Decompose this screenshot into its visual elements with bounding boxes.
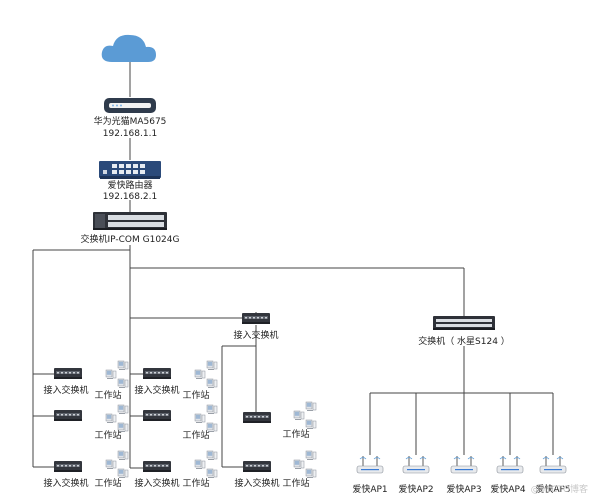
access-group: 接入交换机 工作站 xyxy=(234,450,317,489)
workstation-label: 工作站 xyxy=(94,389,121,401)
switch-icon xyxy=(243,412,271,423)
workstation-label: 工作站 xyxy=(282,477,309,489)
workstation-label: 工作站 xyxy=(94,429,121,441)
workstation-icon xyxy=(305,450,317,461)
ap-label: 爱快AP1 xyxy=(352,483,387,495)
workstation-icon xyxy=(305,468,317,479)
ap-item: 爱快AP4 xyxy=(490,455,526,495)
ap-item: 爱快AP5 xyxy=(535,455,571,495)
ap-label: 爱快AP3 xyxy=(446,483,481,495)
workstation-icon xyxy=(206,468,218,479)
workstation-icon xyxy=(194,413,206,424)
switch-icon xyxy=(143,461,171,472)
router: 爱快路由器 192.168.2.1 xyxy=(99,161,161,202)
workstation-icon xyxy=(206,378,218,389)
workstation-icon xyxy=(194,459,206,470)
workstation-label: 工作站 xyxy=(182,389,209,401)
watermark: @51CTO博客 xyxy=(531,483,588,495)
core-switch-icon xyxy=(93,212,167,230)
workstation-icon xyxy=(117,450,129,461)
core-switch: 交换机IP-COM G1024G xyxy=(81,212,180,245)
access-group: 接入交换机 工作站 xyxy=(134,450,218,489)
access-group: 工作站 xyxy=(243,401,317,440)
wireless-ap-icon xyxy=(450,455,478,474)
workstation-label: 工作站 xyxy=(282,428,309,440)
switch-icon xyxy=(143,410,171,421)
workstation-icon xyxy=(305,419,317,430)
router-icon xyxy=(99,161,161,179)
workstation-icon xyxy=(117,468,129,479)
access-group: 工作站 xyxy=(143,404,218,441)
switch-icon xyxy=(54,410,82,421)
workstation-icon xyxy=(206,450,218,461)
workstation-icon xyxy=(194,369,206,380)
connection-lines xyxy=(32,62,554,469)
switch-icon xyxy=(242,313,270,324)
ap-row: 爱快AP1 爱快AP2 爱快AP3 爱快AP4 爱快AP5 xyxy=(352,455,571,495)
switch-icon xyxy=(54,461,82,472)
access-switch-label: 接入交换机 xyxy=(134,477,179,489)
access-switch-label: 接入交换机 xyxy=(43,477,88,489)
modem-ip: 192.168.1.1 xyxy=(103,129,157,139)
access-switch-label: 接入交换机 xyxy=(234,477,279,489)
workstation-icon xyxy=(206,404,218,415)
ap-label: 爱快AP2 xyxy=(398,483,433,495)
optical-modem: 华为光猫MA5675 192.168.1.1 xyxy=(94,98,167,139)
right-switch-icon xyxy=(433,316,495,330)
wireless-ap-icon xyxy=(356,455,384,474)
access-group: 接入交换机 工作站 xyxy=(43,450,129,489)
switch-icon xyxy=(243,461,271,472)
access-switch-label: 接入交换机 xyxy=(134,384,179,396)
workstation-icon xyxy=(117,404,129,415)
workstation-label: 工作站 xyxy=(182,477,209,489)
ap-item: 爱快AP2 xyxy=(398,455,434,495)
wireless-ap-icon xyxy=(539,455,567,474)
access-switch-label: 接入交换机 xyxy=(43,384,88,396)
wireless-ap-icon xyxy=(496,455,524,474)
workstation-icon xyxy=(206,360,218,371)
access-group: 接入交换机 工作站 xyxy=(43,360,129,401)
workstation-icon xyxy=(105,413,117,424)
modem-icon xyxy=(104,98,156,113)
mid-access-switch-label: 接入交换机 xyxy=(233,329,278,341)
workstation-label: 工作站 xyxy=(182,429,209,441)
router-ip: 192.168.2.1 xyxy=(103,192,157,202)
workstation-icon xyxy=(305,401,317,412)
workstation-icon xyxy=(293,410,305,421)
switch-icon xyxy=(54,368,82,379)
mid-access-switch: 接入交换机 xyxy=(233,313,279,341)
right-switch: 交换机（ 水星S124 ） xyxy=(418,316,510,347)
workstation-icon xyxy=(117,360,129,371)
access-group: 工作站 xyxy=(54,404,129,441)
workstation-icon xyxy=(293,459,305,470)
sub-column: 工作站 接入交换机 工作站 xyxy=(234,401,317,489)
ap-item: 爱快AP1 xyxy=(352,455,388,495)
modem-name: 华为光猫MA5675 xyxy=(94,115,167,127)
right-switch-label: 交换机（ 水星S124 ） xyxy=(418,335,510,347)
mid-column: 接入交换机 工作站 工作站 接入交换机 工作站 xyxy=(134,360,218,489)
workstation-label: 工作站 xyxy=(94,477,121,489)
switch-icon xyxy=(143,368,171,379)
workstation-icon xyxy=(117,378,129,389)
ap-item: 爱快AP3 xyxy=(446,455,482,495)
access-group: 接入交换机 工作站 xyxy=(134,360,218,401)
workstation-icon xyxy=(105,459,117,470)
ap-label: 爱快AP4 xyxy=(490,483,526,495)
cloud-icon xyxy=(101,34,156,62)
workstation-icon xyxy=(105,369,117,380)
router-name: 爱快路由器 xyxy=(107,179,152,191)
ap-label: 爱快AP5 xyxy=(535,483,570,495)
left-column: 接入交换机 工作站 工作站 接入交换机 工作站 xyxy=(43,360,129,489)
wireless-ap-icon xyxy=(402,455,430,474)
core-switch-label: 交换机IP-COM G1024G xyxy=(81,233,180,245)
